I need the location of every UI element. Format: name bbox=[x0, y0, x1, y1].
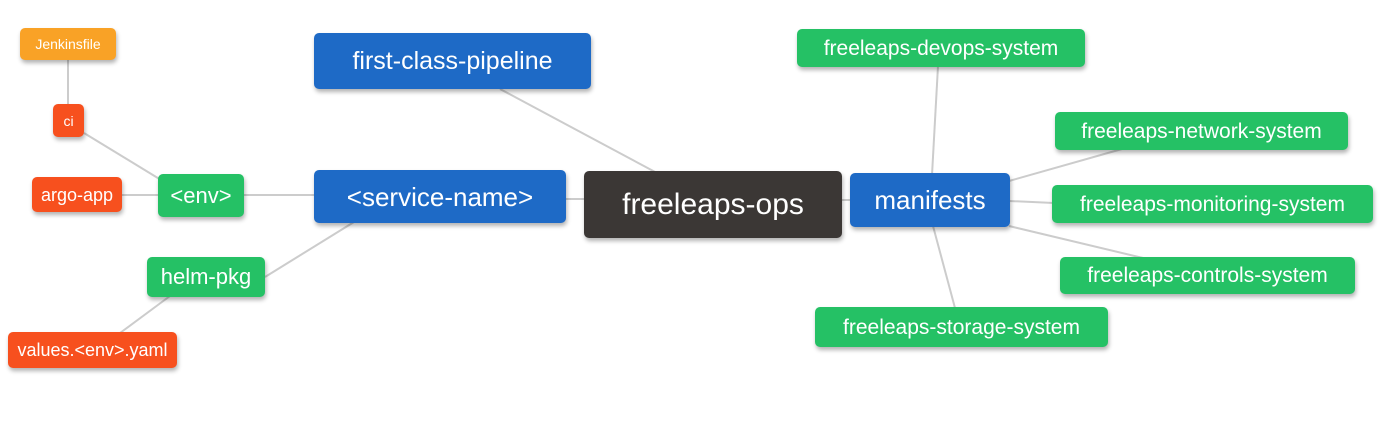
node-first-class-pipeline[interactable]: first-class-pipeline bbox=[314, 33, 591, 89]
node-argo-app[interactable]: argo-app bbox=[32, 177, 122, 212]
node-service-name[interactable]: <service-name> bbox=[314, 170, 566, 223]
edge-values-helm-pkg bbox=[119, 295, 171, 334]
node-freeleaps-devops-system[interactable]: freeleaps-devops-system bbox=[797, 29, 1085, 67]
node-freeleaps-ops[interactable]: freeleaps-ops bbox=[584, 171, 842, 238]
node-values-env-yaml[interactable]: values.<env>.yaml bbox=[8, 332, 177, 368]
node-jenkinsfile[interactable]: Jenkinsfile bbox=[20, 28, 116, 60]
node-freeleaps-storage-system[interactable]: freeleaps-storage-system bbox=[815, 307, 1108, 347]
edge-first-class-pipeline-freeleaps-ops bbox=[499, 88, 658, 174]
node-env[interactable]: <env> bbox=[158, 174, 244, 217]
node-ci[interactable]: ci bbox=[53, 104, 84, 137]
edge-manifests-storage-system bbox=[932, 225, 956, 309]
edge-helm-pkg-service-name bbox=[264, 221, 355, 278]
node-manifests[interactable]: manifests bbox=[850, 173, 1010, 227]
node-helm-pkg[interactable]: helm-pkg bbox=[147, 257, 265, 297]
node-freeleaps-controls-system[interactable]: freeleaps-controls-system bbox=[1060, 257, 1355, 294]
edge-ci-env bbox=[83, 132, 167, 184]
edge-manifests-controls-system bbox=[1008, 225, 1144, 259]
edge-manifests-devops-system bbox=[931, 65, 939, 176]
edge-manifests-monitoring-system bbox=[1008, 200, 1055, 204]
node-freeleaps-network-system[interactable]: freeleaps-network-system bbox=[1055, 112, 1348, 150]
node-freeleaps-monitoring-system[interactable]: freeleaps-monitoring-system bbox=[1052, 185, 1373, 223]
edge-manifests-network-system bbox=[1008, 148, 1123, 182]
